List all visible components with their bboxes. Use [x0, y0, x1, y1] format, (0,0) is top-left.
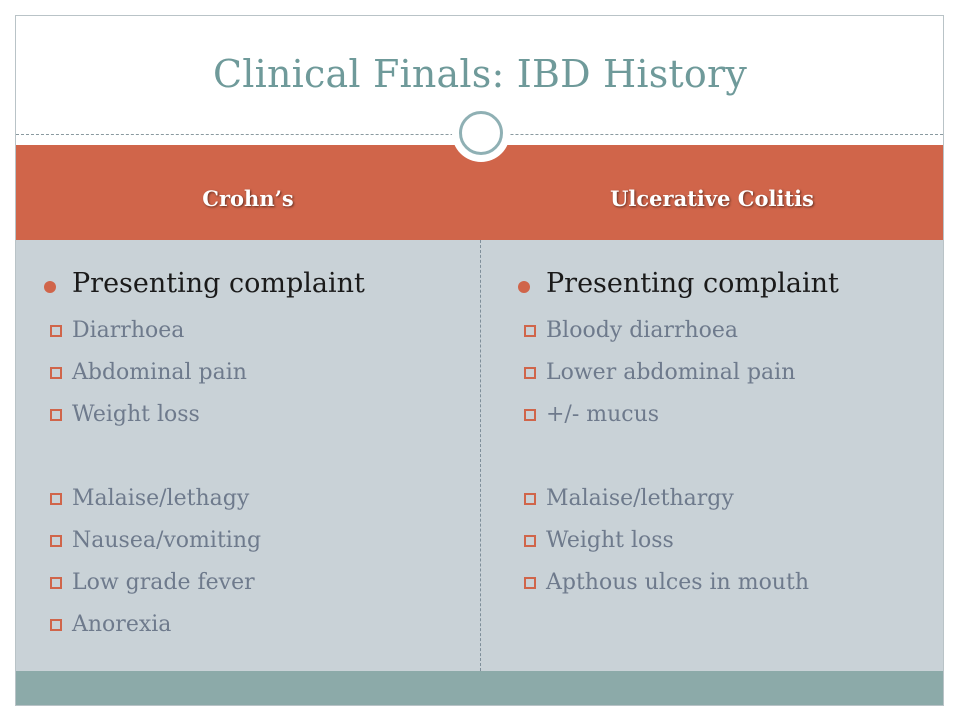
- section-heading: Presenting complaint: [44, 268, 365, 308]
- column-divider: [480, 240, 481, 671]
- column-heading-uc: Ulcerative Colitis: [610, 186, 814, 211]
- list-item: Nausea/vomiting: [44, 526, 365, 568]
- circle-ornament-ring: [459, 111, 503, 155]
- section-heading: Presenting complaint: [518, 268, 839, 308]
- list-item: Lower abdominal pain: [518, 358, 839, 400]
- square-bullet-icon: [50, 367, 62, 379]
- square-bullet-icon: [524, 493, 536, 505]
- list-item: Abdominal pain: [44, 358, 365, 400]
- square-bullet-icon: [50, 325, 62, 337]
- list-item: Malaise/lethargy: [518, 484, 839, 526]
- square-bullet-icon: [524, 367, 536, 379]
- list-item: Apthous ulces in mouth: [518, 568, 839, 610]
- square-bullet-icon: [524, 535, 536, 547]
- list-item: Weight loss: [44, 400, 365, 442]
- square-bullet-icon: [524, 577, 536, 589]
- square-bullet-icon: [524, 325, 536, 337]
- list-item: +/- mucus: [518, 400, 839, 442]
- list-item: Diarrhoea: [44, 316, 365, 358]
- square-bullet-icon: [50, 493, 62, 505]
- list-item: Weight loss: [518, 526, 839, 568]
- slide-title: Clinical Finals: IBD History: [212, 52, 748, 96]
- section-heading-text: Presenting complaint: [72, 268, 365, 299]
- column-heading-crohns: Crohn’s: [202, 186, 294, 211]
- square-bullet-icon: [50, 577, 62, 589]
- list-item: Low grade fever: [44, 568, 365, 610]
- body-band: [16, 240, 943, 671]
- bullet-dot-icon: [518, 281, 530, 293]
- symptom-list: Diarrhoea Abdominal pain Weight loss Mal…: [44, 316, 365, 652]
- list-item: Malaise/lethagy: [44, 484, 365, 526]
- square-bullet-icon: [50, 619, 62, 631]
- section-heading-text: Presenting complaint: [546, 268, 839, 299]
- bullet-dot-icon: [44, 281, 56, 293]
- symptom-list: Bloody diarrhoea Lower abdominal pain +/…: [518, 316, 839, 610]
- square-bullet-icon: [50, 535, 62, 547]
- column-crohns: Presenting complaint Diarrhoea Abdominal…: [44, 268, 365, 652]
- list-item: Bloody diarrhoea: [518, 316, 839, 358]
- square-bullet-icon: [524, 409, 536, 421]
- column-uc: Presenting complaint Bloody diarrhoea Lo…: [518, 268, 839, 610]
- square-bullet-icon: [50, 409, 62, 421]
- list-item: Anorexia: [44, 610, 365, 652]
- footer-band: [16, 671, 943, 705]
